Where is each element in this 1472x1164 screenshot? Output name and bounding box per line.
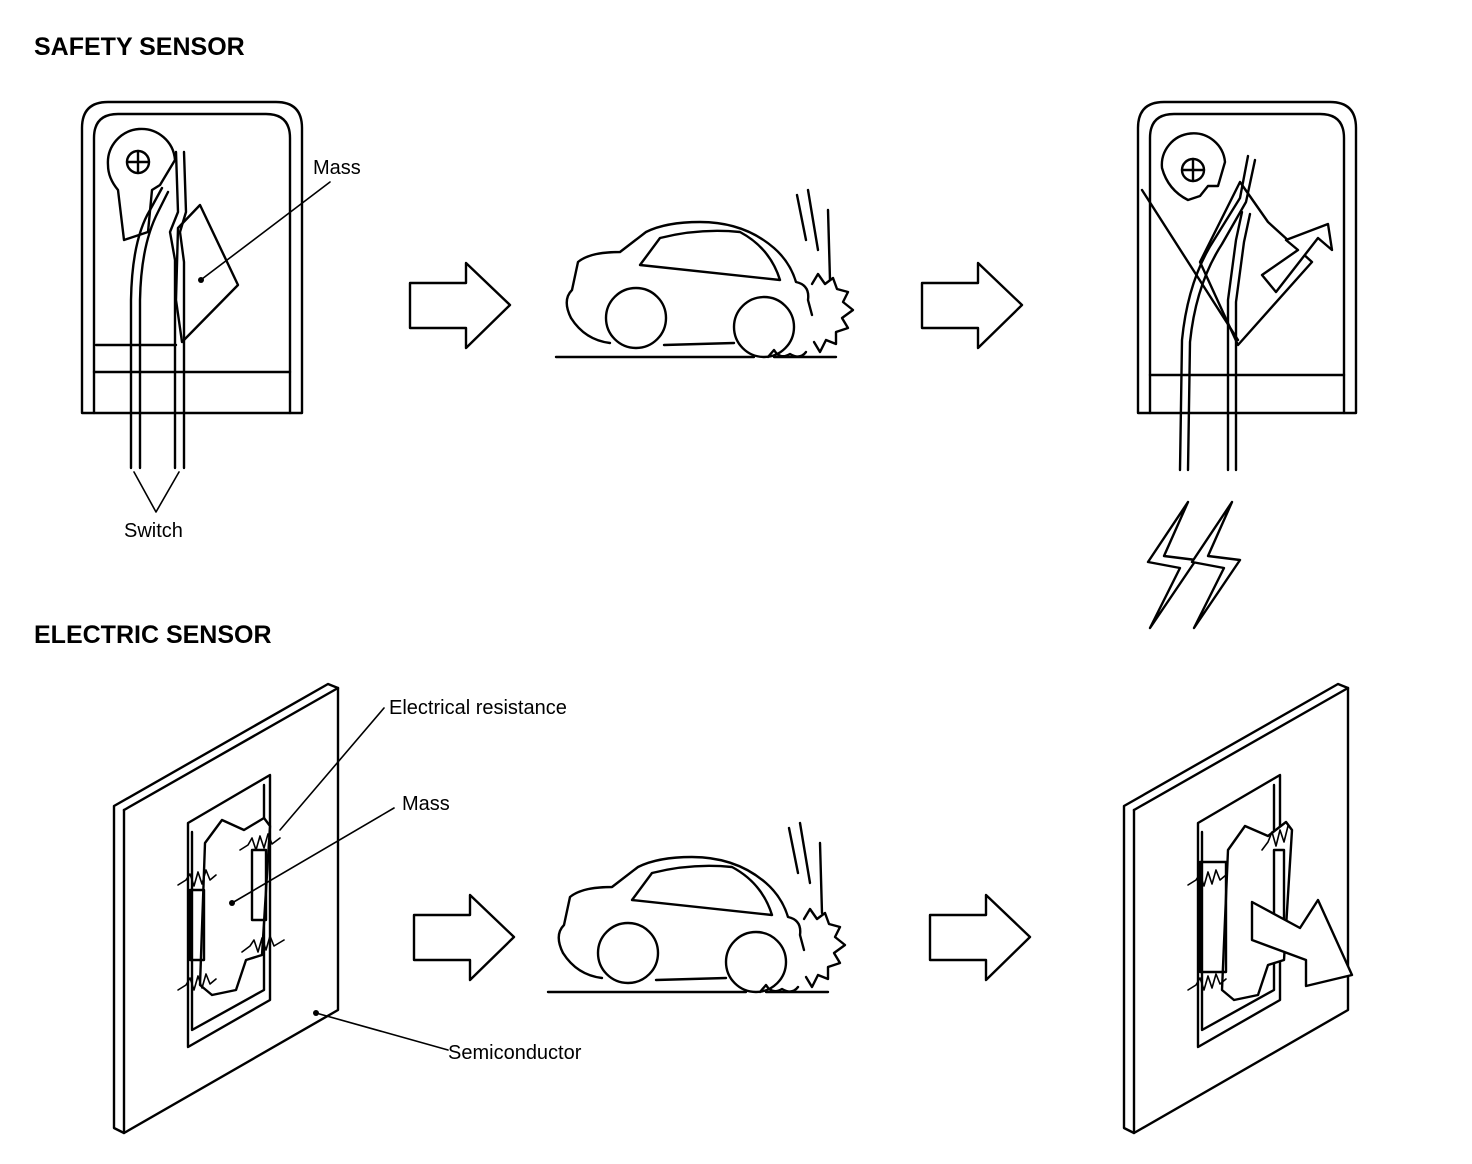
resistor-icon xyxy=(1261,825,1289,851)
resistor-icon xyxy=(1187,973,1227,991)
resistor-icon xyxy=(177,973,217,991)
electrical-resistance-label: Electrical resistance xyxy=(389,697,567,719)
electric-sensor-activated xyxy=(1122,682,1354,1135)
arrow-right-icon xyxy=(412,893,516,982)
electric-sensor-heading: ELECTRIC SENSOR xyxy=(34,621,272,649)
safety-sensor-heading: SAFETY SENSOR xyxy=(34,33,245,61)
car-crash-bottom xyxy=(546,821,847,994)
safety-sensor-activated xyxy=(1136,100,1358,472)
safety-sensor-resting xyxy=(80,100,331,513)
resistor-icon xyxy=(239,833,281,851)
safety-mass xyxy=(174,203,240,344)
switch-label: Switch xyxy=(124,520,183,542)
arrow-right-icon xyxy=(408,261,512,350)
safety-mass-label: Mass xyxy=(313,157,361,179)
electric-sensor-resting xyxy=(112,682,449,1135)
resistor-icon xyxy=(241,935,285,953)
direction-arrow-icon xyxy=(1250,898,1354,988)
resistor-icon xyxy=(177,869,217,887)
electric-mass-label: Mass xyxy=(402,793,450,815)
arrow-right-icon xyxy=(928,893,1032,982)
car-crash-top xyxy=(554,188,855,359)
resistor-icon xyxy=(1187,869,1227,887)
direction-arrow-icon xyxy=(1260,222,1334,294)
semiconductor-label: Semiconductor xyxy=(448,1042,582,1064)
lightning-icon xyxy=(1146,500,1242,630)
arrow-right-icon xyxy=(920,261,1024,350)
